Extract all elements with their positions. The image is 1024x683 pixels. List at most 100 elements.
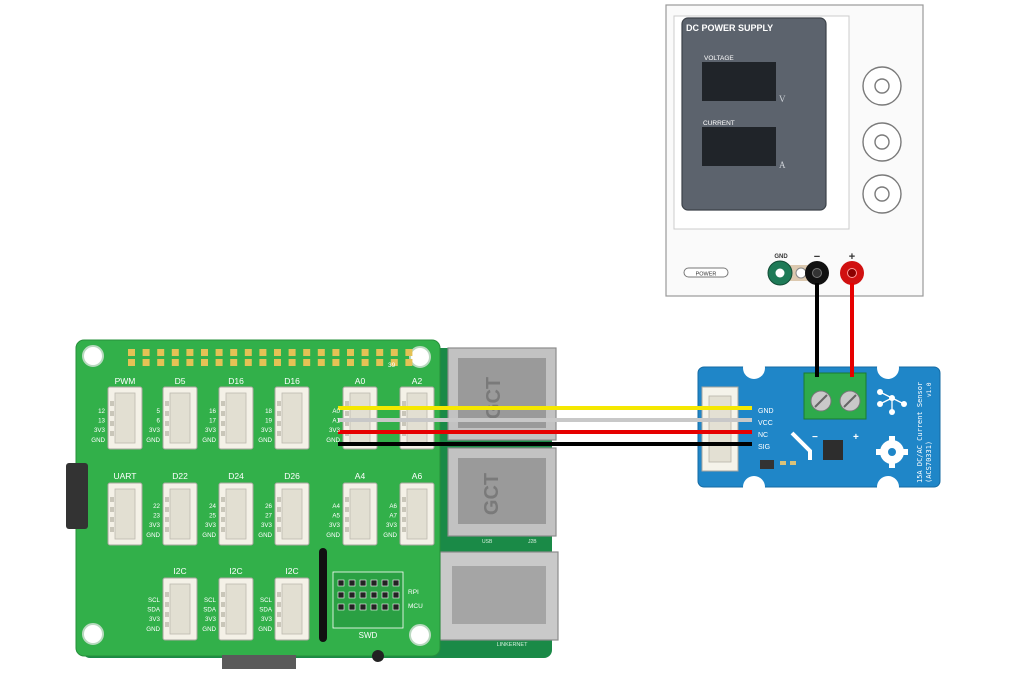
hat-pin-label: 19 <box>265 418 272 425</box>
gpio-pin <box>362 359 369 366</box>
positive-terminal[interactable] <box>840 261 864 285</box>
grove-connector-bottom-0[interactable] <box>163 578 197 640</box>
gpio-pin <box>157 349 164 356</box>
hat-pin-label: GND <box>146 626 160 633</box>
hat-pin-label: SDA <box>147 607 161 614</box>
reset-button[interactable] <box>372 650 384 662</box>
sensor-title: 15A DC/AC Current Sensor <box>916 382 924 483</box>
hat-port-label: D24 <box>228 471 244 481</box>
grove-connector-top-2[interactable] <box>219 387 253 449</box>
sensor-mount-hole <box>743 357 765 379</box>
jumper-pin <box>371 592 377 598</box>
grove-connector-top-3[interactable] <box>275 387 309 449</box>
hat-pin-label: 27 <box>265 513 272 520</box>
power-button[interactable]: POWER <box>684 268 728 278</box>
grove-connector-mid-2[interactable] <box>219 483 253 545</box>
jumper-pin <box>371 580 377 586</box>
gpio-pin <box>245 359 252 366</box>
sensor-plus-label: + <box>853 432 859 443</box>
sensor-chip <box>823 440 843 460</box>
power-supply-title: DC POWER SUPPLY <box>686 23 773 33</box>
rpi-label: RPI <box>408 589 419 596</box>
hat-pin-label: SDA <box>259 607 273 614</box>
side-connector <box>66 463 88 529</box>
hat-pin-label: GND <box>146 437 160 444</box>
sensor-pin-nc: NC <box>758 432 768 439</box>
mounting-hole <box>410 625 430 645</box>
hat-pin-label: A4 <box>332 503 340 510</box>
gpio-pin <box>143 359 150 366</box>
grove-connector-mid-5[interactable] <box>400 483 434 545</box>
grove-connector-mid-1[interactable] <box>163 483 197 545</box>
jumper-pin <box>382 580 388 586</box>
negative-terminal[interactable] <box>805 261 829 285</box>
hat-pin-label: GND <box>258 626 272 633</box>
adjust-knob-3[interactable] <box>863 175 901 213</box>
sensor-minus-label: − <box>812 432 818 443</box>
current-unit: A <box>779 160 786 170</box>
jumper-pin <box>371 604 377 610</box>
hat-pin-label: A7 <box>389 513 397 520</box>
sensor-regulator <box>760 460 774 469</box>
gpio-pin <box>216 359 223 366</box>
hat-pin-label: 26 <box>265 503 272 510</box>
hat-pin-label: GND <box>258 532 272 539</box>
sensor-pin-gnd: GND <box>758 408 774 415</box>
gpio-pin <box>405 359 412 366</box>
hat-pin-label: GND <box>146 532 160 539</box>
sensor-mount-hole <box>743 476 765 498</box>
screw-terminal[interactable] <box>804 373 866 419</box>
board-slot <box>319 548 327 642</box>
hat-pin-label: 23 <box>153 513 160 520</box>
hat-pin-label: A5 <box>332 513 340 520</box>
hat-pin-label: 13 <box>98 418 105 425</box>
hat-pin-label: 3V3 <box>261 616 273 623</box>
dc-power-supply: DC POWER SUPPLY VOLTAGE V CURRENT A POWE… <box>666 5 923 296</box>
gpio-pin <box>347 349 354 356</box>
hat-port-label: A6 <box>412 471 423 481</box>
gpio-pin <box>259 349 266 356</box>
bottom-connector <box>222 655 296 669</box>
gpio-pin <box>259 359 266 366</box>
hat-pin-label: 6 <box>157 418 161 425</box>
grove-connector-mid-4[interactable] <box>343 483 377 545</box>
grove-connector-bottom-2[interactable] <box>275 578 309 640</box>
hat-pin-label: 3V3 <box>205 522 217 529</box>
grove-connector-bottom-1[interactable] <box>219 578 253 640</box>
grove-connector-top-0[interactable] <box>108 387 142 449</box>
jumper-pin <box>393 604 399 610</box>
hat-pin-label: GND <box>258 437 272 444</box>
gpio-pin <box>391 349 398 356</box>
gpio-pin <box>318 359 325 366</box>
grove-connector-mid-3[interactable] <box>275 483 309 545</box>
hat-port-label: D16 <box>284 376 300 386</box>
gpio-pin <box>318 349 325 356</box>
jumper-pin <box>360 580 366 586</box>
hat-pin-label: SDA <box>203 607 217 614</box>
hat-pin-label: 3V3 <box>386 522 398 529</box>
hat-pin-label: 3V3 <box>261 427 273 434</box>
gpio-pin <box>201 359 208 366</box>
adjust-knob-2[interactable] <box>863 123 901 161</box>
gpio-pin <box>274 359 281 366</box>
hat-port-label: UART <box>114 471 137 481</box>
sensor-pin-sig: SIG <box>758 444 770 451</box>
jumper-pin <box>349 580 355 586</box>
hat-pin-label: 3V3 <box>329 427 341 434</box>
hat-pin-label: 17 <box>209 418 216 425</box>
current-sensor-module: GND VCC NC SIG − + <box>698 357 940 498</box>
adjust-knob-1[interactable] <box>863 67 901 105</box>
hat-pin-label: 25 <box>209 513 216 520</box>
grove-connector-top-1[interactable] <box>163 387 197 449</box>
gpio-pin <box>230 349 237 356</box>
gpio-pin <box>289 349 296 356</box>
gnd-terminal[interactable] <box>768 261 792 285</box>
gpio-pin <box>230 359 237 366</box>
current-display <box>702 127 776 166</box>
gpio-pin <box>157 359 164 366</box>
gpio-pin <box>332 359 339 366</box>
gpio-pin <box>405 349 412 356</box>
hat-pin-label: GND <box>202 532 216 539</box>
grove-connector-mid-0[interactable] <box>108 483 142 545</box>
mounting-hole <box>83 624 103 644</box>
